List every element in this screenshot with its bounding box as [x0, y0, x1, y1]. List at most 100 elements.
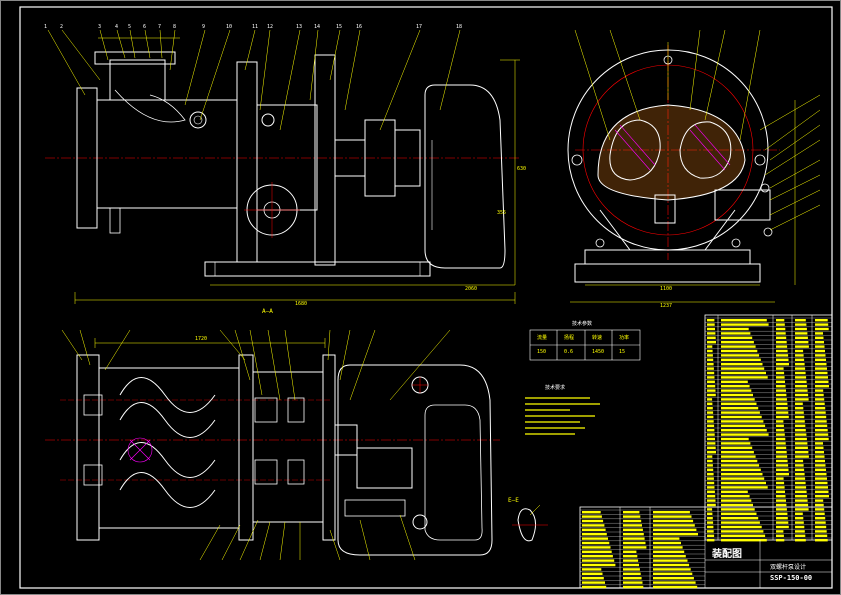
- svg-text:8: 8: [173, 24, 176, 30]
- table-cell-text: [582, 550, 612, 553]
- table-cell-text: [707, 455, 713, 458]
- spec-table-title: 技术参数: [572, 321, 593, 327]
- parts-list: [704, 314, 833, 542]
- table-cell-text: [707, 512, 713, 515]
- table-cell-text: [653, 559, 688, 562]
- table-cell-text: [795, 459, 804, 463]
- table-cell-text: [815, 345, 825, 348]
- table-cell-text: [721, 459, 758, 463]
- table-cell-text: [795, 385, 808, 388]
- table-cell-text: [707, 402, 713, 405]
- table-cell-text: [653, 528, 697, 531]
- table-cell-text: [776, 477, 784, 480]
- table-cell-text: [582, 524, 605, 527]
- table-cell-text: [721, 411, 760, 414]
- table-cell-text: [776, 393, 787, 397]
- table-cell-text: [721, 486, 768, 489]
- table-cell-text: [721, 534, 766, 537]
- table-cell-text: [795, 341, 809, 344]
- table-cell-text: [776, 495, 786, 498]
- table-cell-text: [776, 420, 784, 423]
- table-cell-text: [795, 525, 805, 529]
- table-cell-text: [815, 433, 829, 436]
- table-cell-text: [815, 336, 824, 339]
- table-cell-text: [623, 519, 642, 523]
- table-cell-text: [795, 451, 809, 454]
- table-cell-text: [795, 499, 808, 502]
- detail-e-view: [512, 504, 548, 542]
- table-cell-text: [815, 389, 824, 392]
- svg-text:4: 4: [115, 24, 118, 30]
- table-cell-text: [776, 327, 786, 331]
- table-cell-text: [707, 534, 715, 537]
- table-cell-text: [795, 534, 806, 537]
- table-cell-text: [815, 429, 828, 432]
- spec-header-2: 转速: [592, 335, 603, 341]
- table-cell-text: [653, 519, 694, 523]
- table-cell-text: [776, 367, 784, 370]
- table-cell-text: [776, 336, 787, 339]
- table-cell-text: [815, 446, 824, 449]
- table-cell-text: [795, 420, 805, 423]
- table-cell-text: [815, 499, 824, 502]
- table-cell-text: [707, 371, 715, 375]
- table-cell-text: [795, 517, 804, 520]
- table-cell-text: [707, 539, 715, 542]
- spec-header-0: 流量: [537, 335, 548, 341]
- table-cell-text: [776, 442, 786, 445]
- table-cell-text: [707, 393, 716, 397]
- table-cell-text: [776, 512, 788, 515]
- table-cell-text: [795, 336, 808, 339]
- table-cell-text: [721, 341, 754, 344]
- table-cell-text: [776, 380, 785, 383]
- table-cell-text: [815, 442, 823, 445]
- svg-text:16: 16: [356, 24, 362, 30]
- table-cell-text: [776, 407, 788, 410]
- table-cell-text: [721, 389, 752, 392]
- table-cell-text: [623, 572, 641, 575]
- table-cell-text: [795, 468, 805, 471]
- table-cell-text: [795, 490, 807, 493]
- table-cell-text: [721, 464, 760, 467]
- table-cell-text: [795, 495, 808, 498]
- table-cell-text: [776, 398, 787, 401]
- table-cell-text: [582, 559, 615, 562]
- table-cell-text: [653, 555, 686, 558]
- table-cell-text: [776, 402, 788, 405]
- table-cell-text: [815, 424, 828, 427]
- table-cell-text: [776, 530, 784, 533]
- table-cell-text: [776, 468, 789, 471]
- table-cell-text: [707, 332, 716, 335]
- table-cell-text: [776, 349, 788, 353]
- table-cell-text: [721, 521, 760, 524]
- table-cell-text: [815, 393, 824, 397]
- table-cell-text: [721, 442, 751, 445]
- table-cell-text: [795, 349, 804, 353]
- table-cell-text: [582, 515, 602, 518]
- table-cell-text: [795, 512, 803, 515]
- table-cell-text: [721, 437, 749, 441]
- table-cell-text: [707, 407, 713, 410]
- table-cell-text: [707, 363, 714, 366]
- table-cell-text: [623, 581, 643, 584]
- svg-text:11: 11: [252, 24, 258, 30]
- table-cell-text: [623, 546, 647, 549]
- table-cell-text: [795, 367, 806, 370]
- table-cell-text: [795, 539, 806, 542]
- table-cell-text: [776, 332, 786, 335]
- table-cell-text: [795, 455, 809, 458]
- table-cell-text: [721, 525, 762, 529]
- table-cell-text: [815, 437, 829, 441]
- table-cell-text: [795, 429, 806, 432]
- table-cell-text: [815, 451, 824, 454]
- table-cell-text: [721, 332, 751, 335]
- svg-text:15: 15: [336, 24, 342, 30]
- table-cell-text: [815, 319, 828, 322]
- table-cell-text: [795, 433, 807, 436]
- svg-text:12: 12: [267, 24, 273, 30]
- table-cell-text: [776, 429, 785, 432]
- table-cell-text: [795, 380, 807, 383]
- table-cell-text: [721, 415, 762, 419]
- table-cell-text: [582, 519, 604, 523]
